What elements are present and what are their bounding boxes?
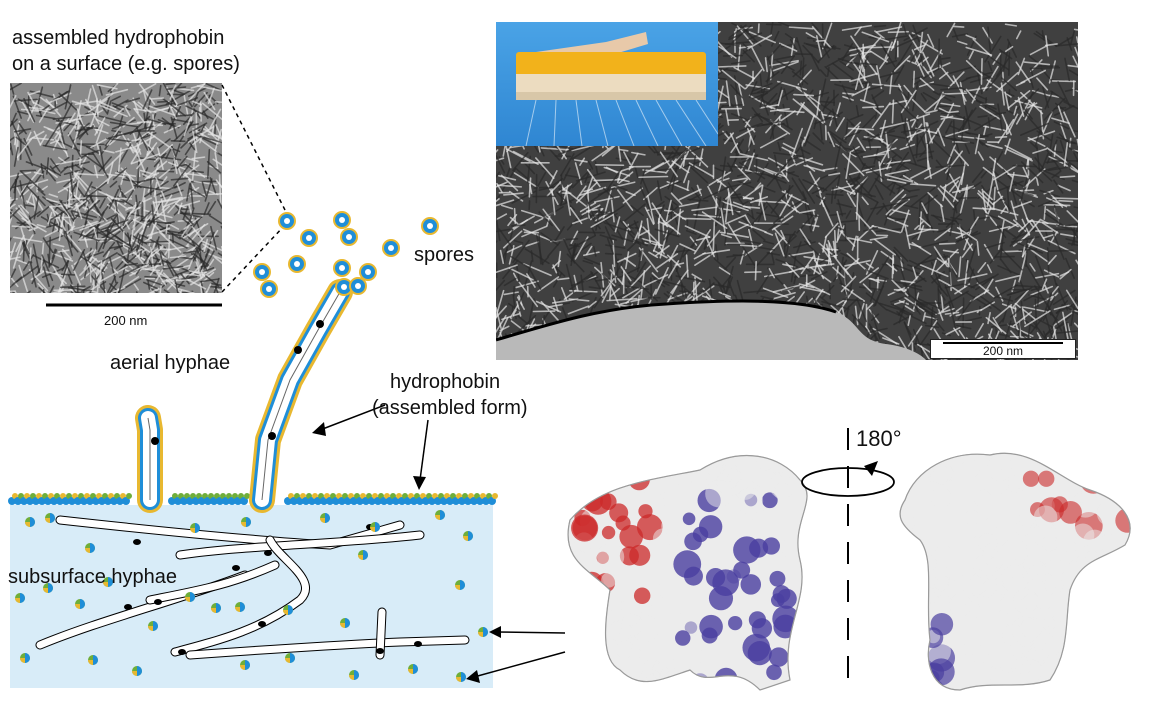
zoom-line-bottom [221, 224, 286, 293]
soluble-hydrophobin-monomers [15, 510, 488, 682]
arrows [319, 404, 566, 678]
aerial-hyphae-coating [135, 279, 353, 513]
tem-texture-left [10, 83, 222, 293]
rotation-arrow-head [864, 461, 878, 476]
surface-title-line2: on a surface (e.g. spores) [12, 53, 240, 75]
aerial-hyphae-label: aerial hyphae [110, 352, 231, 374]
hydrophobin-label-line1: hydrophobin [390, 371, 501, 393]
cling-film-illustration [496, 22, 718, 146]
arrow-heads [312, 422, 501, 683]
scalebar-right-label: 200 nm [982, 344, 1024, 358]
spores-label: spores [414, 244, 475, 266]
subsurface-hyphae-label: subsurface hyphae [8, 566, 178, 588]
scalebar-left-label: 200 nm [104, 313, 148, 328]
rotation-arrow-ring [801, 467, 895, 497]
subsurface-hyphae [35, 320, 470, 660]
scalebar-right: 200 nm [930, 339, 1076, 359]
zoom-line-top [221, 84, 286, 211]
hydrophobin-structure-front [567, 455, 808, 691]
inset-photo-cling-film [496, 22, 718, 146]
spores-group [253, 211, 439, 298]
hydrophobin-surface-layer [8, 493, 498, 505]
tem-image-assembled-surface [10, 83, 222, 293]
scalebar-right-line [943, 342, 1063, 344]
rotation-label: 180° [856, 426, 902, 451]
hydrophobin-label-line2: (assembled form) [372, 397, 528, 419]
hydrophobin-structure-back [899, 452, 1131, 691]
surface-title-line1: assembled hydrophobin [12, 27, 225, 49]
